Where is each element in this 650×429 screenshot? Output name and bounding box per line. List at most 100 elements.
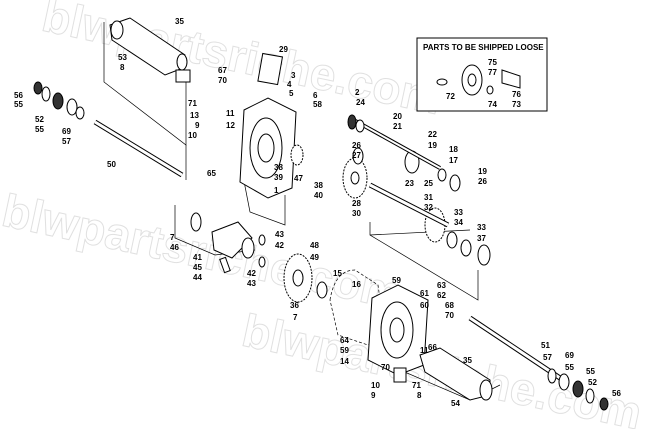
bevel-assembly [190,212,266,274]
callout-label: 74 [488,100,497,109]
callout-label: 34 [454,218,463,227]
callout-label: 21 [393,122,402,131]
callout-label: 31 [424,193,433,202]
callout-label: 59 [340,346,349,355]
callout-label: 18 [449,145,458,154]
callout-label: 20 [393,112,402,121]
callout-label: 47 [294,174,303,183]
callout-label: 55 [14,100,23,109]
callout-label: 25 [424,179,433,188]
callout-label: 26 [352,141,361,150]
callout-label: 76 [512,90,521,99]
callout-label: 23 [405,179,414,188]
callout-label: 35 [175,17,184,26]
callout-label: 54 [451,399,460,408]
callout-label: 39 [274,173,283,182]
callout-label: 5 [289,89,294,98]
callout-label: 55 [35,125,44,134]
loose-parts-title: PARTS TO BE SHIPPED LOOSE [423,43,544,52]
callout-label: 37 [477,234,486,243]
callout-label: 29 [279,45,288,54]
callout-label: 53 [118,53,127,62]
callout-label: 9 [195,121,200,130]
callout-label: 60 [420,301,429,310]
callout-label: 36 [290,301,299,310]
callout-label: 1 [274,186,279,195]
gasket [316,269,381,346]
callout-label: 62 [437,291,446,300]
callout-label: 71 [188,99,197,108]
gear-train [283,144,446,303]
callout-label: 55 [565,363,574,372]
callout-label: 30 [352,209,361,218]
callout-label: 14 [340,357,349,366]
callout-label: 48 [310,241,319,250]
callout-label: 8 [417,391,422,400]
callout-labels: 35 53 8 29 67 70 3 4 5 6 58 71 56 55 52 … [14,17,621,408]
callout-label: 41 [193,253,202,262]
callout-label: 59 [392,276,401,285]
callout-label: 77 [488,68,497,77]
callout-label: 3 [291,71,296,80]
callout-label: 49 [310,253,319,262]
callout-label: 65 [207,169,216,178]
right-washer-stack [547,368,609,411]
right-housing [367,284,429,376]
callout-label: 52 [35,115,44,124]
callout-label: 66 [428,343,437,352]
callout-label: 44 [193,273,202,282]
callout-label: 24 [356,98,365,107]
callout-label: 68 [445,301,454,310]
callout-label: 33 [454,208,463,217]
watermark-middle: blwpartsriche.com [0,184,406,319]
callout-label: 40 [314,191,323,200]
callout-label: 57 [543,353,552,362]
callout-label: 2 [355,88,360,97]
callout-label: 69 [62,127,71,136]
callout-label: 64 [340,336,349,345]
callout-label: 42 [247,269,256,278]
callout-label: 13 [190,111,199,120]
callout-label: 43 [247,279,256,288]
callout-label: 12 [226,121,235,130]
callout-label: 52 [588,378,597,387]
callout-label: 35 [463,356,472,365]
callout-label: 33 [477,223,486,232]
callout-label: 38 [314,181,323,190]
callout-label: 19 [478,167,487,176]
callout-label: 7 [293,313,298,322]
callout-label: 6 [313,91,318,100]
left-housing [239,52,297,199]
callout-label: 51 [541,341,550,350]
callout-label: 67 [218,66,227,75]
callout-label: 22 [428,130,437,139]
callout-label: 73 [512,100,521,109]
callout-label: 57 [62,137,71,146]
callout-label: 69 [565,351,574,360]
callout-label: 11 [420,346,429,355]
callout-label: 50 [107,160,116,169]
callout-label: 70 [381,363,390,372]
callout-label: 32 [424,203,433,212]
callout-label: 38 [274,163,283,172]
callout-label: 56 [612,389,621,398]
callout-label: 43 [275,230,284,239]
watermark-top: blwpartsriche.com [38,0,446,124]
left-washer-stack [33,81,85,120]
bottom-axle-tube [393,347,493,401]
callout-label: 63 [437,281,446,290]
callout-label: 4 [287,80,292,89]
callout-label: 7 [170,233,175,242]
callout-label: 70 [445,311,454,320]
callout-label: 11 [226,109,235,118]
callout-label: 28 [352,199,361,208]
right-bearing-stack [347,114,491,266]
callout-label: 8 [120,63,125,72]
callout-label: 10 [371,381,380,390]
callout-label: 17 [449,156,458,165]
loose-parts-box: PARTS TO BE SHIPPED LOOSE [416,37,548,112]
callout-label: 10 [188,131,197,140]
top-axle-tube [109,17,191,83]
callout-label: 58 [313,100,322,109]
